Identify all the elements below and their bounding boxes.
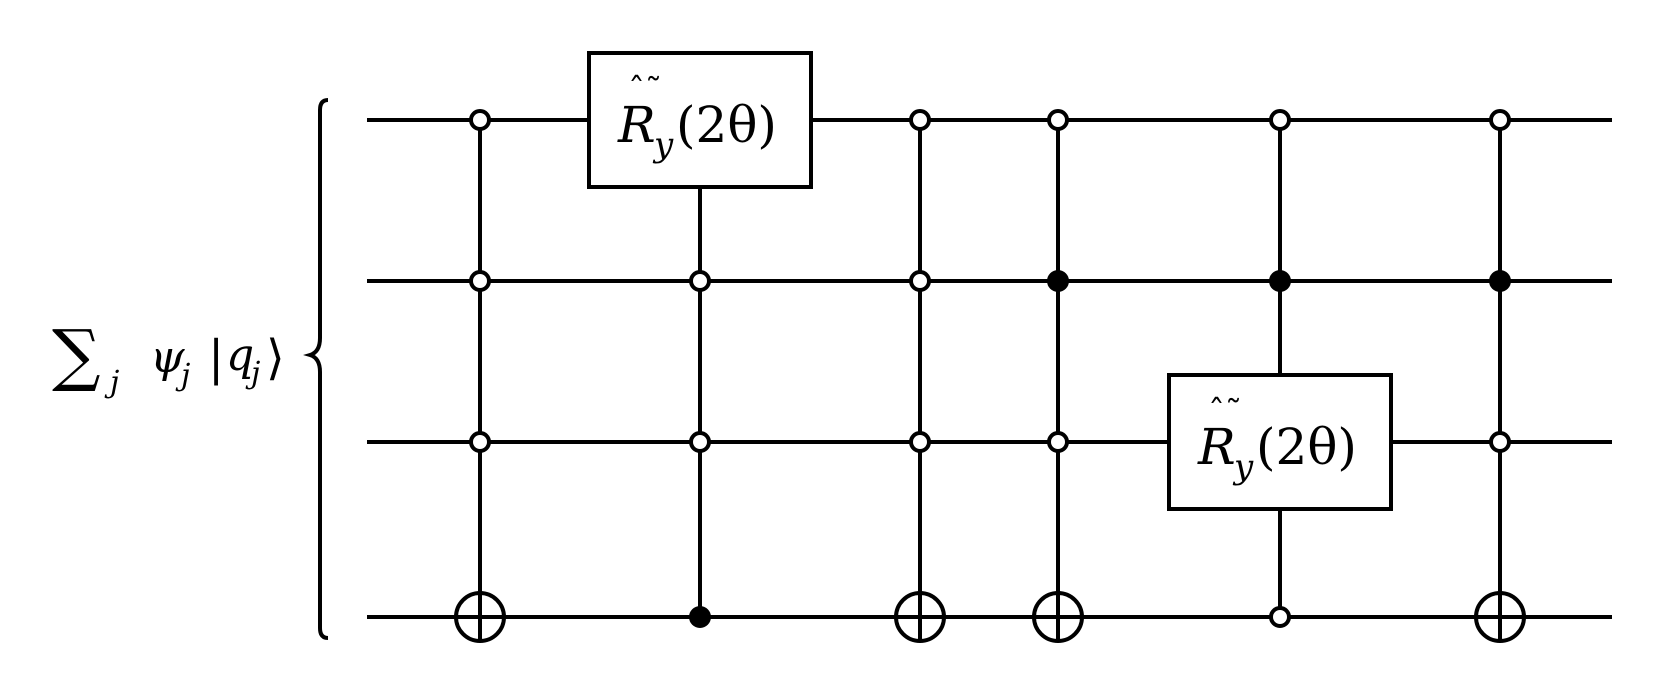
open-control-dot	[1269, 606, 1291, 628]
psi-symbol: ψ	[150, 332, 185, 383]
ket-open: |	[208, 330, 224, 386]
ry-gate-box: Rˆ˜ y(2θ)	[587, 51, 813, 189]
gate-label-sub: y	[1232, 447, 1254, 487]
gate-label-accents: ˆ˜	[1208, 393, 1242, 433]
open-control-dot	[1489, 109, 1511, 131]
filled-control-dot	[1047, 270, 1069, 292]
open-control-dot	[909, 109, 931, 131]
nodes-layer: Rˆ˜y(2θ)Rˆ˜y(2θ)	[454, 51, 1526, 643]
open-control-dot	[1489, 431, 1511, 453]
open-control-dot	[469, 431, 491, 453]
open-control-dot	[689, 270, 711, 292]
gate-label-arg: (2θ)	[1256, 418, 1357, 476]
open-control-dot	[1047, 431, 1069, 453]
wires-layer	[367, 118, 1612, 619]
open-control-dot	[1269, 109, 1291, 131]
input-state-label: ∑ j ψ j | q j ⟩	[52, 316, 285, 400]
sum-symbol: ∑	[52, 316, 101, 395]
input-brace	[303, 98, 329, 640]
ket-close: ⟩	[266, 330, 285, 386]
gate-label-sub: y	[652, 125, 674, 165]
open-control-dot	[689, 431, 711, 453]
filled-control-dot	[1489, 270, 1511, 292]
connectors-layer	[478, 120, 1502, 617]
gate-rect	[1167, 373, 1393, 511]
open-control-dot	[469, 109, 491, 131]
gate-label-accents: ˆ˜	[628, 71, 662, 111]
open-control-dot	[469, 270, 491, 292]
gate-label-arg: (2θ)	[676, 96, 777, 154]
filled-control-dot	[689, 606, 711, 628]
gate-rect	[587, 51, 813, 189]
cnot-target-icon	[1032, 591, 1084, 643]
cnot-target-icon	[894, 591, 946, 643]
open-control-dot	[1047, 109, 1069, 131]
cnot-target-icon	[1474, 591, 1526, 643]
sum-index: j	[104, 365, 119, 400]
open-control-dot	[909, 431, 931, 453]
gate-label-base: R	[1197, 418, 1236, 476]
filled-control-dot	[1269, 270, 1291, 292]
gate-label-base: R	[617, 96, 656, 154]
open-control-dot	[909, 270, 931, 292]
q-symbol: q	[226, 330, 254, 381]
cnot-target-icon	[454, 591, 506, 643]
ry-gate-box: Rˆ˜ y(2θ)	[1167, 373, 1393, 511]
